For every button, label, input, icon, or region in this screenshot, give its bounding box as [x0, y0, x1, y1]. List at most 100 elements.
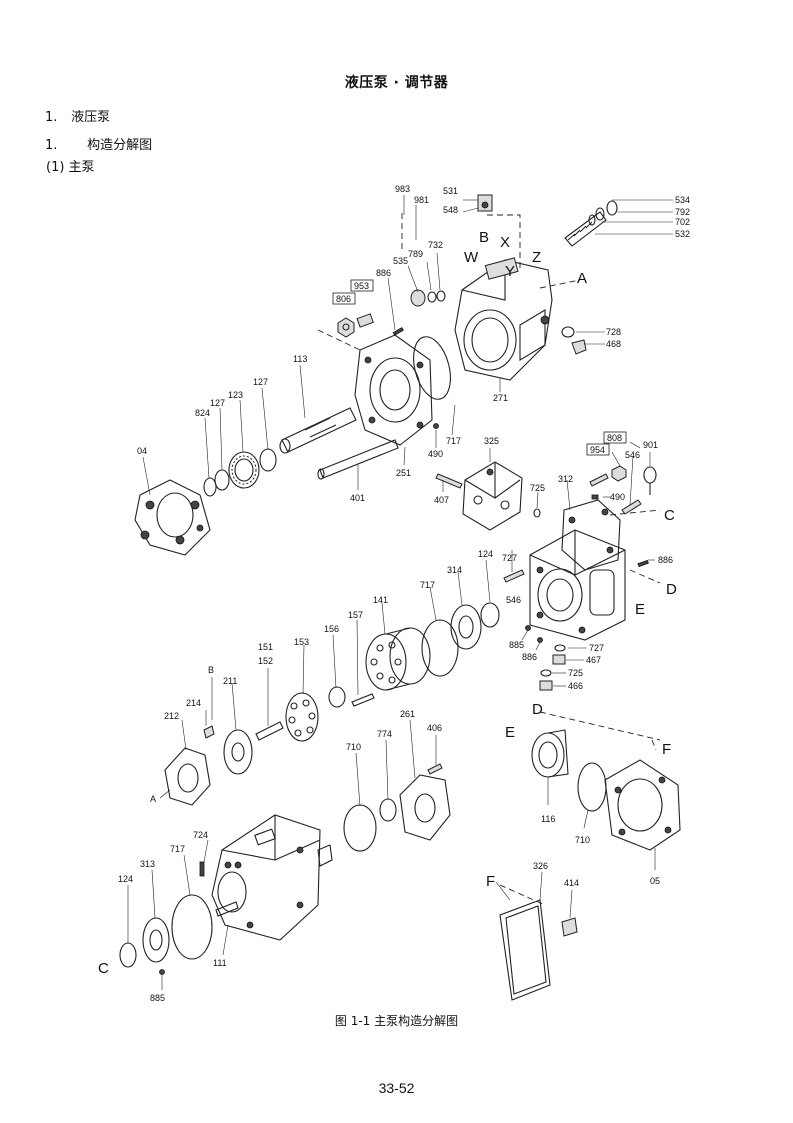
oil-seal-774	[379, 798, 397, 822]
shaft-401	[317, 439, 399, 480]
part-box-953	[350, 279, 374, 292]
bolt-406	[427, 763, 443, 775]
ref-letter-f: F	[662, 741, 671, 758]
part-label-313: 313	[140, 859, 155, 869]
o-ring-727	[554, 644, 566, 652]
part-label-535: 535	[393, 256, 408, 266]
part-label-789: 789	[408, 249, 423, 259]
pin-885-mid	[525, 625, 531, 631]
pump-casing-271	[454, 257, 553, 381]
part-label-153: 153	[294, 637, 309, 647]
o-ring-710-right	[577, 762, 607, 812]
part-label-490-upper: 490	[428, 449, 443, 459]
part-label-954: 954	[590, 445, 605, 455]
part-label-414: 414	[564, 878, 579, 888]
part-label-116: 116	[541, 814, 555, 824]
o-ring-717-lower	[171, 894, 213, 960]
plug-466	[539, 680, 553, 691]
nut-808	[611, 465, 627, 482]
pin-214	[203, 725, 215, 739]
part-label-727: 727	[589, 643, 604, 653]
part-label-702: 702	[675, 217, 690, 227]
part-label-212: 212	[164, 711, 179, 721]
snap-ring-824	[203, 477, 217, 497]
part-label-123: 123	[228, 390, 243, 400]
cover-plate-326	[499, 899, 551, 1001]
part-label-727-mid: 727	[502, 553, 517, 563]
part-label-806: 806	[336, 294, 351, 304]
needle-bearing-124-upper	[480, 602, 500, 628]
nut-806	[337, 317, 355, 338]
shoe-plate-153	[285, 692, 319, 742]
part-label-401: 401	[350, 493, 365, 503]
needle-bearing-124-lower	[119, 942, 137, 968]
set-screw-953	[356, 313, 374, 328]
valve-plate-313	[142, 917, 170, 963]
pin-490-upper	[433, 423, 439, 429]
part-label-808: 808	[607, 433, 622, 443]
part-label-111: 111	[213, 958, 227, 968]
part-label-548: 548	[443, 205, 458, 215]
part-label-467: 467	[586, 655, 601, 665]
part-label-124-upper: 124	[478, 549, 493, 559]
part-label-732: 732	[428, 240, 443, 250]
pump-casing-right	[529, 529, 626, 641]
ref-letter-y: Y	[505, 263, 515, 280]
page-title: 液压泵 · 调节器	[344, 75, 449, 91]
ref-letter-e: E	[635, 601, 645, 618]
part-label-728: 728	[606, 327, 621, 337]
regulator-325	[462, 461, 523, 531]
swash-plate-211	[223, 729, 253, 775]
piston-151-152	[255, 721, 284, 741]
seal-cover-261	[399, 774, 451, 841]
pin-886-upper	[392, 327, 404, 336]
part-label-214: 214	[186, 698, 201, 708]
part-labels: 983 981 531 548 534 792 702 532 535 789 …	[118, 184, 690, 1003]
part-label-717-lower: 717	[170, 844, 185, 854]
part-label-466: 466	[568, 681, 583, 691]
ref-letter-f-lower: F	[486, 873, 495, 890]
part-label-127: 127	[253, 377, 268, 387]
section-heading-exploded-view: 1. 构造分解图	[45, 134, 152, 153]
part-label-725-mid: 725	[530, 483, 545, 493]
section-heading-hydraulic-pump: 1. 液压泵	[45, 106, 110, 125]
assembly-axes	[317, 213, 661, 906]
part-label-710-lower: 710	[346, 742, 361, 752]
spherical-bush-156	[328, 686, 346, 708]
pump-casing-111	[211, 814, 333, 941]
part-label-124-lower: 124	[118, 874, 133, 884]
part-label-724: 724	[193, 830, 208, 840]
part-label-546-lower: 546	[506, 595, 521, 605]
part-label-774: 774	[377, 729, 392, 739]
ref-letter-d-lower: D	[532, 701, 543, 718]
section-label: 构造分解图	[87, 138, 153, 153]
part-label-546-mid: 546	[625, 450, 640, 460]
subsection-heading-main-pump: (1) 主泵	[46, 160, 95, 175]
part-label-886-right: 886	[658, 555, 673, 565]
ref-letter-e-lower: E	[505, 724, 515, 741]
part-label-127b: 127	[210, 398, 225, 408]
part-label-531: 531	[443, 186, 458, 196]
part-label-725: 725	[568, 668, 583, 678]
set-screw-954	[589, 473, 609, 487]
part-label-326: 326	[533, 861, 548, 871]
ref-letter-a: A	[577, 270, 587, 287]
part-label-151: 151	[258, 642, 273, 652]
snap-ring-127b	[214, 469, 230, 491]
o-ring-725	[540, 669, 552, 677]
part-label-953: 953	[354, 281, 369, 291]
ref-letter-c: C	[664, 507, 675, 524]
o-ring-710-lower	[343, 804, 377, 852]
part-box-806	[332, 292, 356, 305]
spring-157	[351, 693, 375, 707]
cylinder-block-141	[365, 627, 431, 691]
part-box-954	[586, 443, 610, 456]
cover-312	[561, 499, 621, 571]
pin-490-mid	[591, 494, 599, 500]
snap-ring-127	[259, 448, 277, 472]
pin-727-mid	[503, 569, 525, 583]
pin-885-lower	[159, 969, 165, 975]
part-label-157: 157	[348, 610, 363, 620]
part-label-490-mid: 490	[610, 492, 625, 502]
drive-shaft-113	[279, 407, 357, 454]
